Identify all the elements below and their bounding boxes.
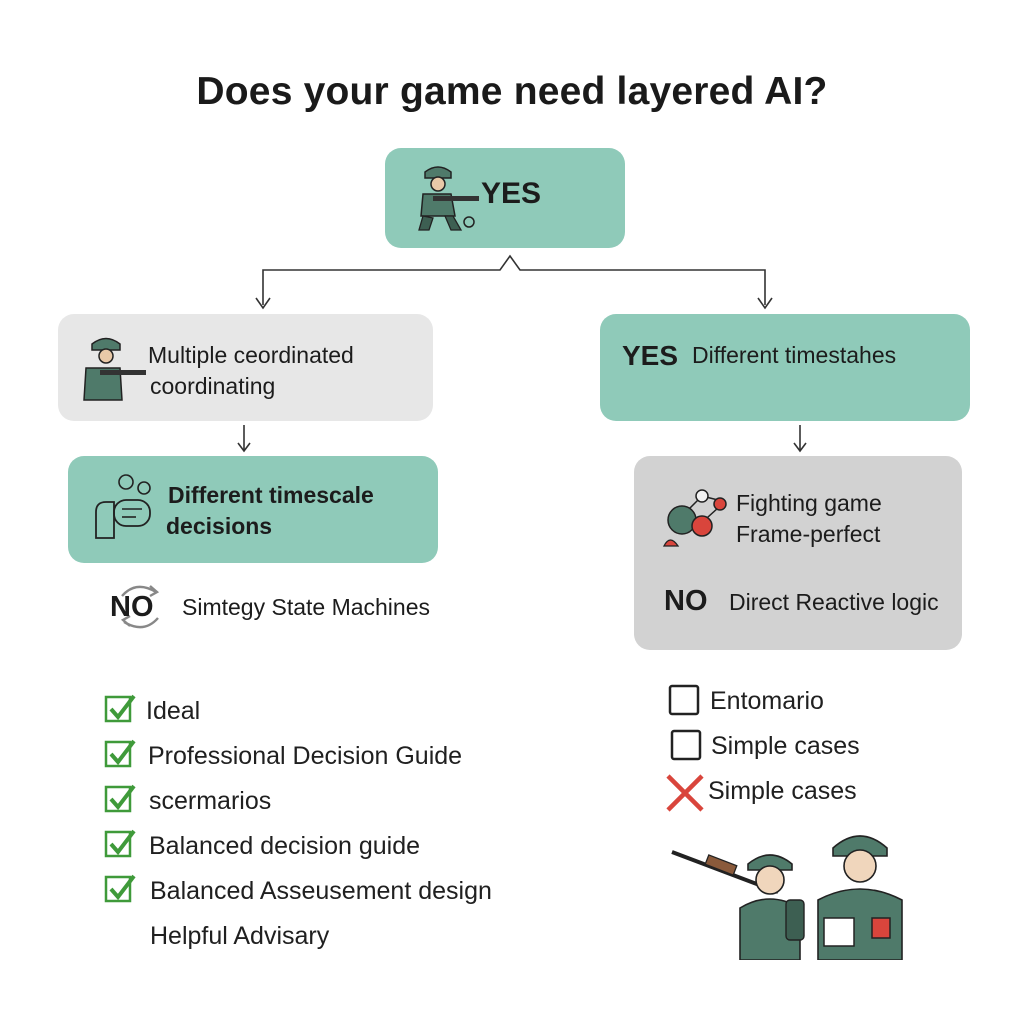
soldier-icon <box>83 337 146 401</box>
cross-icon <box>666 774 704 812</box>
checkbox-checked-icon <box>104 784 136 813</box>
left-check-item-2: Professional Decision Guide <box>148 742 463 770</box>
left-node-multiple-line1: Multiple ceordinated <box>148 342 354 368</box>
checkbox-empty-icon <box>670 729 702 761</box>
root-branch-line <box>262 254 766 305</box>
checkbox-checked-icon <box>104 739 136 768</box>
left-check-item-1: Ideal <box>146 697 201 725</box>
checkbox-checked-icon <box>104 829 136 858</box>
left-check-item-5: Balanced Asseusement design <box>150 877 492 905</box>
left-node-timescale: Different timescale decisions <box>68 456 438 563</box>
right-check-item-1: Entomario <box>710 687 824 715</box>
checkbox-checked-icon <box>104 874 136 903</box>
left-no-label: NO <box>110 591 154 623</box>
checkbox-empty-icon <box>668 684 700 716</box>
left-node-timescale-line2: decisions <box>166 513 273 539</box>
hand-thinking-icon <box>95 474 151 539</box>
right-node-timescales-text: Different timestahes <box>692 342 897 368</box>
arrow-head-right <box>757 297 773 310</box>
right-check-item-2: Simple cases <box>711 732 860 760</box>
arrow-head-left-2 <box>237 442 251 453</box>
page-title: Does your game need layered AI? <box>196 70 828 113</box>
soldiers-illustration <box>671 835 903 960</box>
left-check-item-4: Balanced decision guide <box>149 832 421 860</box>
right-check-item-3: Simple cases <box>708 777 857 805</box>
right-node-fighting-line1: Fighting game <box>736 490 882 516</box>
refresh-icon <box>120 585 160 629</box>
left-footer-text: Helpful Advisary <box>150 922 330 950</box>
root-node: YES <box>385 148 625 248</box>
checkbox-checked-icon <box>104 694 136 723</box>
right-node-timescales: YES Different timestahes <box>600 314 970 421</box>
left-node-multiple-line2: coordinating <box>150 373 276 399</box>
soldier-icon <box>418 166 479 231</box>
arrow-head-left <box>255 297 271 310</box>
right-no-text: Direct Reactive logic <box>729 589 939 615</box>
left-check-item-3: scermarios <box>149 787 272 815</box>
left-no-text: Simtegy State Machines <box>182 594 431 620</box>
left-node-multiple: Multiple ceordinated coordinating <box>58 314 433 421</box>
left-node-timescale-line1: Different timescale <box>168 482 374 508</box>
right-node-fighting: Fighting game Frame-perfect NO Direct Re… <box>634 456 962 650</box>
right-node-fighting-line2: Frame-perfect <box>736 521 881 547</box>
network-nodes-icon <box>662 489 727 547</box>
arrow-head-right-2 <box>793 442 807 453</box>
right-no-label: NO <box>664 585 708 617</box>
root-label: YES <box>481 177 542 210</box>
right-node-yes: YES <box>622 340 679 371</box>
